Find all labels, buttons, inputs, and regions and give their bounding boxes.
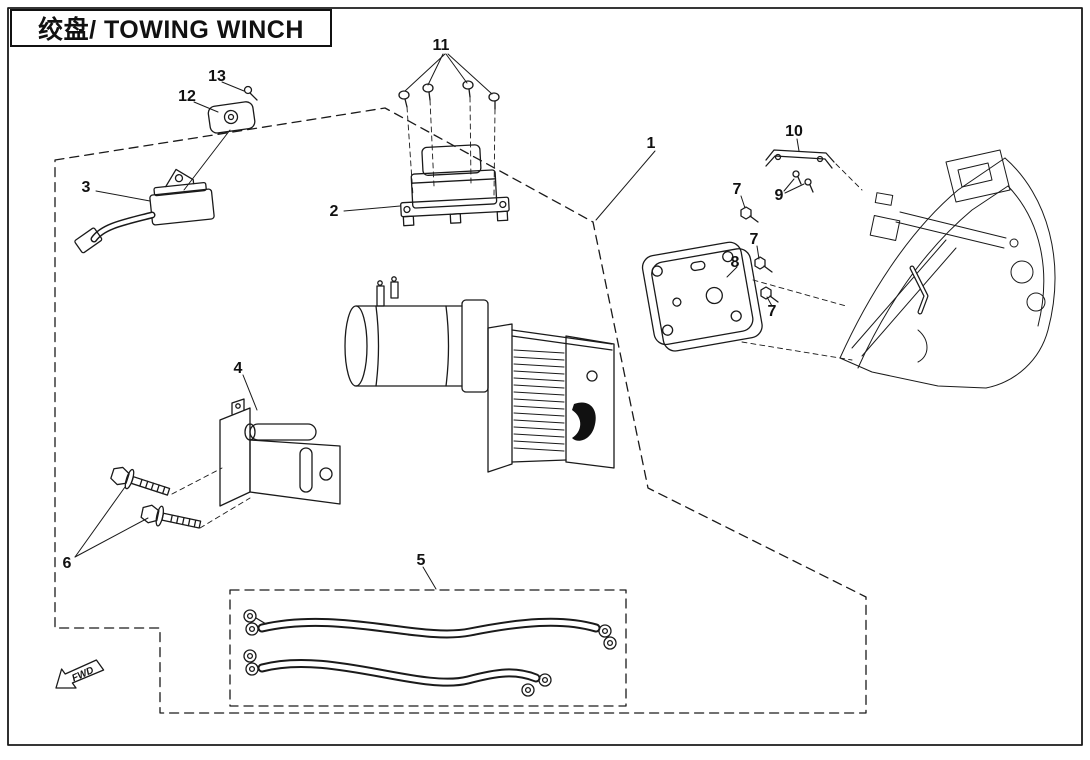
clutch-lever — [572, 402, 596, 441]
bracket-frame-dash — [835, 163, 863, 191]
title-box: 绞盘/ TOWING WINCH — [10, 9, 332, 47]
vehicle-frame — [839, 149, 1056, 389]
cables-dashed-box — [229, 589, 627, 707]
part-8-mount-plate — [641, 241, 763, 352]
callout-6: 6 — [62, 555, 72, 572]
part-9-screws — [792, 170, 814, 193]
callout-8: 8 — [730, 254, 740, 271]
assembly-boundary-dashes — [54, 107, 867, 714]
callout-7b: 7 — [749, 231, 759, 248]
part-13-screw — [243, 85, 258, 101]
part-7-bolts — [740, 206, 779, 303]
callout-1: 1 — [646, 135, 656, 152]
callout-2: 2 — [329, 203, 339, 220]
cable-drum — [513, 349, 565, 452]
part-12-cover — [207, 101, 256, 134]
part-11-screws — [398, 80, 500, 197]
part-3-switch — [74, 168, 215, 254]
page-border — [7, 7, 1083, 746]
callout-4: 4 — [233, 360, 243, 377]
plate-frame-dash-1 — [752, 279, 847, 307]
callout-7c: 7 — [767, 303, 777, 320]
callout-5: 5 — [416, 552, 426, 569]
callout-10: 10 — [785, 123, 803, 140]
plate-frame-dash-2 — [741, 341, 853, 361]
callout-12: 12 — [178, 88, 196, 105]
callout-13: 13 — [208, 68, 226, 85]
part-10-bracket — [765, 149, 835, 169]
part-2-contactor — [400, 144, 510, 227]
part-5-cables — [243, 609, 617, 697]
part-4-fairlead — [219, 398, 341, 507]
fwd-arrow: FWD — [55, 659, 105, 689]
callout-9: 9 — [774, 187, 784, 204]
fwd-label: FWD — [70, 665, 95, 684]
callout-3: 3 — [81, 179, 91, 196]
callout-11: 11 — [432, 37, 450, 54]
winch-assembly — [344, 276, 615, 473]
part-6-bolts — [110, 466, 251, 529]
callout-7a: 7 — [732, 181, 742, 198]
diagram-title: 绞盘/ TOWING WINCH — [38, 16, 304, 44]
callout-leader-lines — [74, 53, 805, 590]
